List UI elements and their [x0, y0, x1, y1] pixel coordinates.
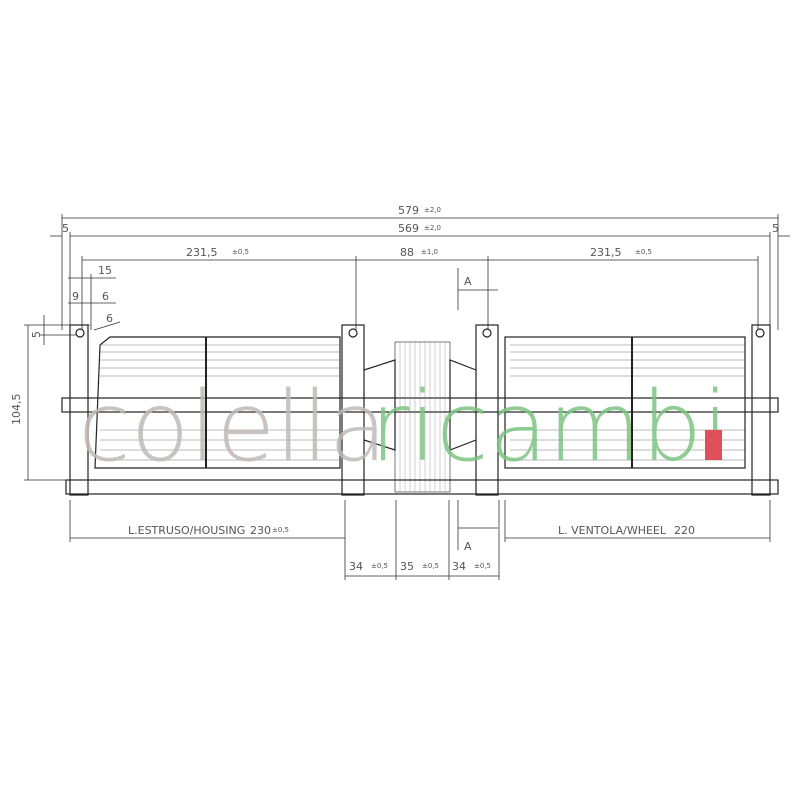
motor-dim-1: 34 [349, 560, 363, 573]
watermark-dot [705, 430, 722, 460]
dim-center-span-tol: ±1,0 [421, 248, 438, 256]
dim-right-span: 231,5 [590, 246, 622, 259]
motor-dim-3-tol: ±0,5 [474, 562, 491, 570]
wheel-label: L. VENTOLA/WHEEL [558, 524, 667, 537]
wheel-value: 220 [674, 524, 695, 537]
dim-offset-right: 5 [772, 222, 779, 235]
dim-9: 9 [72, 290, 79, 303]
dim-offset-left: 5 [62, 222, 69, 235]
section-a-bottom: A [464, 540, 472, 553]
watermark-part1: colella [78, 371, 387, 483]
housing-tol: ±0,5 [272, 526, 289, 534]
section-a-top: A [464, 275, 472, 288]
dim-overall-tol: ±2,0 [424, 206, 441, 214]
dim-overall: 579 [398, 204, 419, 217]
watermark-part2: ricambi [370, 371, 729, 483]
dim-height: 104,5 [10, 394, 23, 426]
dimension-lines [24, 214, 790, 580]
dim-left-span-tol: ±0,5 [232, 248, 249, 256]
motor-dim-2-tol: ±0,5 [422, 562, 439, 570]
motor-dim-1-tol: ±0,5 [371, 562, 388, 570]
dimension-labels: 579 ±2,0 569 ±2,0 5 5 231,5 ±0,5 88 ±1,0… [10, 204, 779, 573]
dim-15: 15 [98, 264, 112, 277]
dim-inner-tol: ±2,0 [424, 224, 441, 232]
dim-right-span-tol: ±0,5 [635, 248, 652, 256]
fan-body [61, 324, 779, 496]
dim-6b: 6 [106, 312, 113, 325]
dim-center-span: 88 [400, 246, 414, 259]
watermark: colella ricambi [78, 371, 729, 483]
dim-6a: 6 [102, 290, 109, 303]
motor-dim-2: 35 [400, 560, 414, 573]
housing-label: L.ESTRUSO/HOUSING [128, 524, 245, 537]
dim-5: 5 [30, 331, 43, 338]
dim-inner: 569 [398, 222, 419, 235]
motor-dim-3: 34 [452, 560, 466, 573]
housing-value: 230 [250, 524, 271, 537]
dim-left-span: 231,5 [186, 246, 218, 259]
